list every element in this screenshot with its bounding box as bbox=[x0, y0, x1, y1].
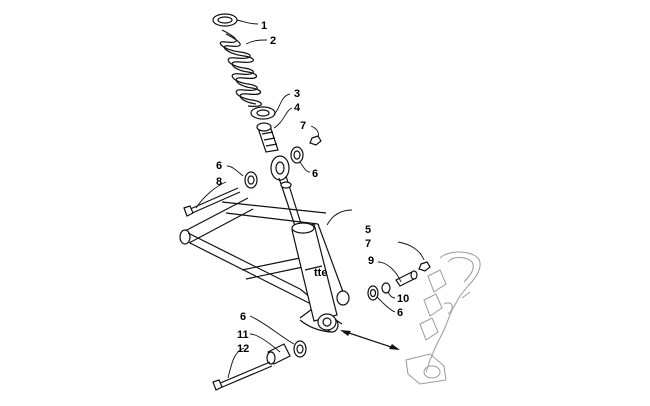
callout-12: 12 bbox=[237, 343, 249, 355]
spacer-11 bbox=[266, 343, 291, 365]
lower-washer-10 bbox=[381, 282, 391, 294]
lower-bushing-right bbox=[367, 285, 379, 301]
shock-absorber: tte bbox=[270, 155, 338, 331]
leader-lines bbox=[195, 19, 425, 379]
callout-7a: 7 bbox=[300, 120, 306, 132]
callout-4: 4 bbox=[294, 102, 301, 114]
callout-6a: 6 bbox=[216, 160, 222, 172]
svg-text:tte: tte bbox=[314, 267, 327, 279]
lower-nut bbox=[418, 261, 431, 272]
upper-bushing-right bbox=[290, 146, 304, 164]
assembly-arrow bbox=[340, 330, 400, 350]
spring-seat-lower bbox=[250, 106, 276, 120]
callout-7b: 7 bbox=[365, 238, 371, 250]
callout-6c: 6 bbox=[397, 307, 403, 319]
callout-10: 10 bbox=[397, 293, 409, 305]
callout-6b: 6 bbox=[312, 168, 318, 180]
spindle-knuckle bbox=[405, 251, 481, 385]
callout-8: 8 bbox=[216, 176, 222, 188]
upper-nut bbox=[309, 135, 322, 146]
upper-bushing-left bbox=[244, 171, 258, 189]
lower-bolt-12 bbox=[212, 361, 273, 391]
coil-spring bbox=[219, 29, 262, 107]
callout-11: 11 bbox=[237, 329, 249, 341]
spring-retainer-top bbox=[212, 13, 238, 27]
callout-6d: 6 bbox=[240, 311, 246, 323]
callout-5: 5 bbox=[365, 224, 371, 236]
callout-labels: 1 2 3 4 7 6 6 8 5 7 9 10 6 6 11 12 bbox=[216, 20, 409, 355]
callout-2: 2 bbox=[270, 35, 276, 47]
callout-9: 9 bbox=[368, 255, 374, 267]
bump-stop bbox=[256, 122, 279, 153]
sleeve-9 bbox=[395, 270, 418, 287]
callout-1: 1 bbox=[261, 20, 267, 32]
lower-bushing-left bbox=[293, 340, 307, 358]
callout-3: 3 bbox=[294, 88, 300, 100]
upper-bolt bbox=[183, 187, 241, 217]
